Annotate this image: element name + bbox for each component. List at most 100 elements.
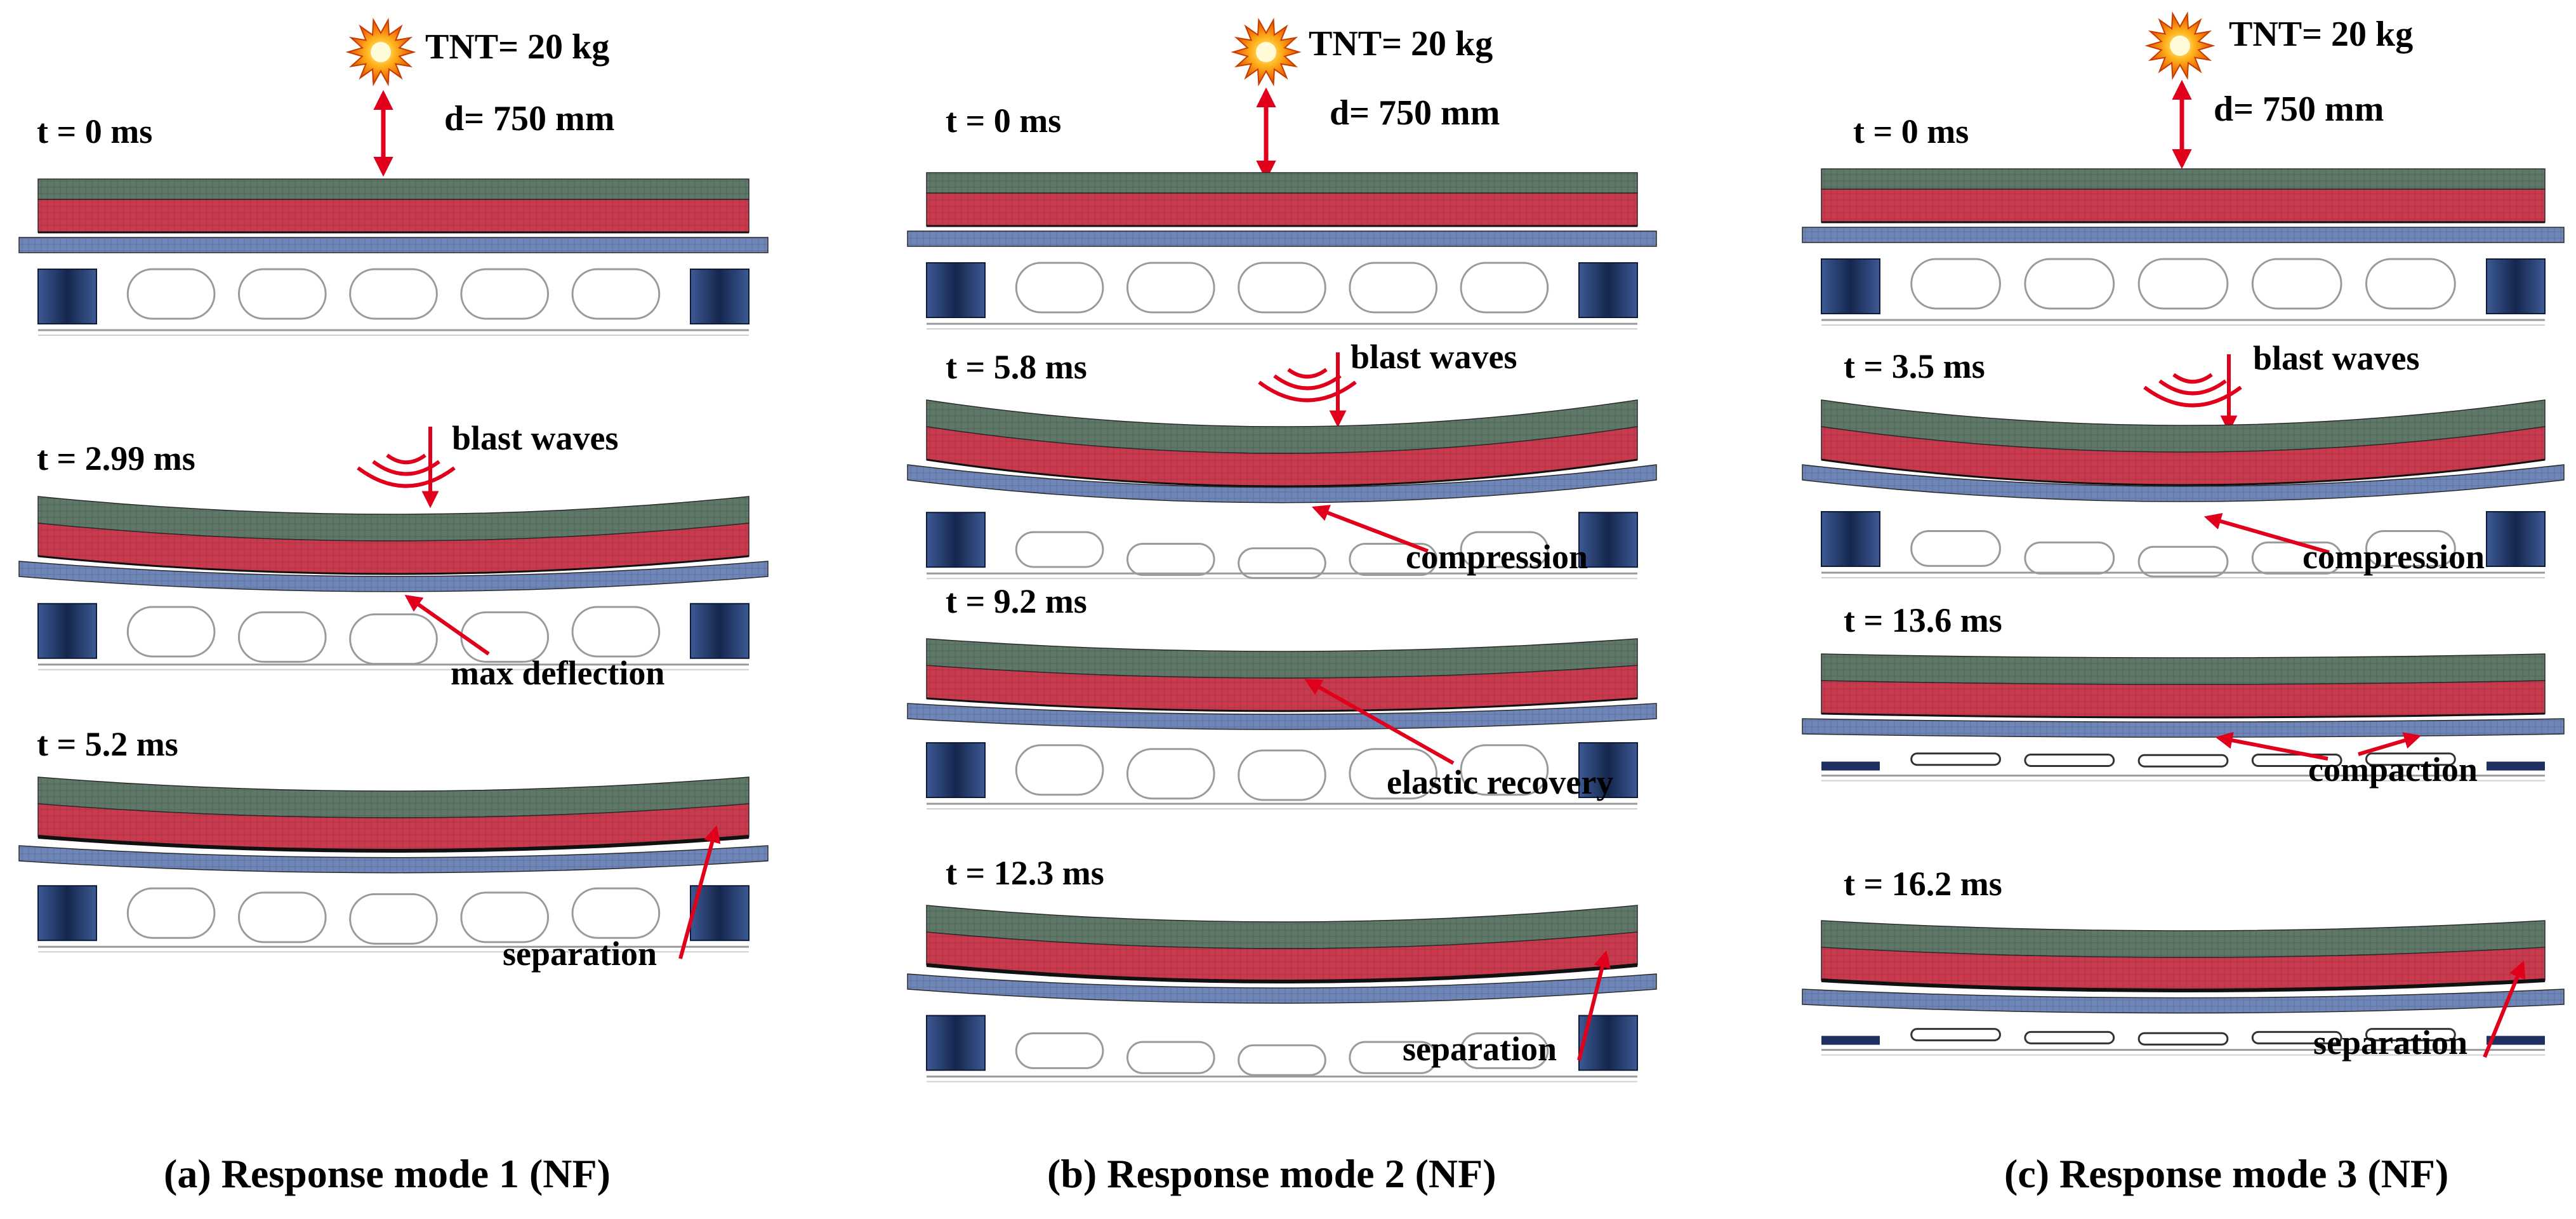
base-plate-mesh xyxy=(1802,719,2564,738)
end-support-block xyxy=(1821,761,1880,771)
end-support-block xyxy=(1578,262,1638,318)
standoff-label: d= 750 mm xyxy=(444,99,614,138)
end-support-block xyxy=(690,603,750,659)
panel-a: TNT= 20 kg d= 750 mm t = 0 ms t = 2.99 m… xyxy=(18,17,769,1196)
blast-wave-arc xyxy=(357,466,456,488)
interface-line xyxy=(926,458,1638,488)
tube-cell xyxy=(2365,258,2456,310)
tube-cell xyxy=(1460,531,1549,568)
end-support-block xyxy=(2486,258,2546,314)
tube-cell xyxy=(2024,258,2115,310)
tube-cell xyxy=(1910,530,2001,567)
frame-a1-time: t = 0 ms xyxy=(37,112,152,150)
top-face-layer-mesh xyxy=(927,905,1637,949)
explosion-icon xyxy=(345,17,416,87)
tube-cell xyxy=(2137,258,2229,310)
interface-line xyxy=(1821,712,2546,719)
base-plate-mesh xyxy=(19,846,768,873)
frame-c4-time: t = 16.2 ms xyxy=(1844,865,2002,903)
end-support-block xyxy=(690,269,750,324)
top-face-layer-mesh xyxy=(1821,921,2545,957)
separation-label-a: separation xyxy=(503,935,657,973)
blast-wave-arc xyxy=(2172,373,2213,384)
end-support-block xyxy=(37,269,97,324)
tube-cell xyxy=(1910,258,2001,310)
tube-cell xyxy=(1015,531,1104,568)
tube-cell xyxy=(1126,543,1215,576)
tube-cell xyxy=(126,268,216,320)
foam-core-layer-mesh xyxy=(1821,427,2545,485)
interface-line xyxy=(1821,978,2546,992)
tube-cell xyxy=(2137,754,2229,768)
interface-line xyxy=(37,835,750,853)
tube-cell xyxy=(349,893,438,945)
frame-c3-time: t = 13.6 ms xyxy=(1844,601,2002,639)
frame-b4-time: t = 12.3 ms xyxy=(946,854,1104,892)
tube-cell xyxy=(1910,752,2001,766)
end-support-block xyxy=(1578,742,1638,798)
top-face-layer-mesh xyxy=(1821,169,2545,189)
top-face-layer-mesh xyxy=(927,173,1637,193)
tube-cell xyxy=(1349,543,1438,576)
separation-arrow-a xyxy=(678,825,721,959)
charge-label: TNT= 20 kg xyxy=(1309,24,1493,63)
tube-cell xyxy=(1126,262,1215,314)
end-support-block xyxy=(926,742,986,798)
foam-core-layer-mesh xyxy=(38,523,749,574)
charge-label: TNT= 20 kg xyxy=(2229,15,2413,54)
top-face-layer-mesh xyxy=(1821,400,2545,452)
frame-a1-assembly xyxy=(18,178,769,336)
tube-cell xyxy=(571,606,661,658)
end-support-block xyxy=(1821,1036,1880,1045)
tube-cell xyxy=(1910,1028,2001,1042)
tube-cell xyxy=(1238,262,1326,314)
tube-cell xyxy=(460,611,550,663)
frame-c1-time: t = 0 ms xyxy=(1853,112,1969,150)
panel-b: TNT= 20 kg d= 750 mm t = 0 ms t = 5.8 ms… xyxy=(907,17,1657,1196)
separation-arrow-b xyxy=(1577,950,1611,1061)
tube-cell xyxy=(2251,258,2342,310)
explosion-core xyxy=(2170,36,2190,56)
tube-cell xyxy=(571,887,661,939)
frame-c2-assembly xyxy=(1802,399,2565,578)
base-plate-mesh xyxy=(1802,465,2564,502)
top-face-layer-mesh xyxy=(927,400,1637,453)
max-deflection-label: max deflection xyxy=(451,654,664,692)
standoff-label: d= 750 mm xyxy=(1330,93,1500,133)
blast-wave-icon xyxy=(2143,373,2242,408)
end-support-block xyxy=(37,603,97,659)
frame-b2-assembly xyxy=(907,399,1657,580)
end-support-block xyxy=(1821,511,1880,567)
base-plate-mesh xyxy=(19,561,768,592)
tube-cell xyxy=(2365,530,2456,567)
top-face-layer-mesh xyxy=(38,179,749,199)
separation-label-b: separation xyxy=(1403,1030,1557,1068)
base-plate-mesh xyxy=(908,465,1656,503)
separation-label-c: separation xyxy=(2313,1023,2467,1062)
frame-b2-time: t = 5.8 ms xyxy=(946,348,1087,386)
end-support-block xyxy=(690,885,750,942)
frame-b4-assembly xyxy=(907,905,1657,1082)
top-face-layer-mesh xyxy=(1821,654,2545,684)
blast-wave-arc xyxy=(1287,368,1328,379)
tube-cell xyxy=(1460,262,1549,314)
frame-b3-assembly xyxy=(907,638,1657,809)
compaction-arrow xyxy=(2215,731,2328,761)
blast-wave-icon xyxy=(357,453,456,488)
caption-b: (b) Response mode 2 (NF) xyxy=(1047,1151,1496,1196)
blast-wave-arc xyxy=(386,453,426,465)
frame-c1-assembly xyxy=(1802,168,2565,326)
tube-cell xyxy=(1349,748,1438,800)
tube-cell xyxy=(237,891,327,943)
top-face-layer-mesh xyxy=(38,777,749,818)
frame-b3-time: t = 9.2 ms xyxy=(946,582,1087,620)
top-face-layer-mesh xyxy=(927,639,1637,678)
separation-arrow-c xyxy=(2483,961,2526,1058)
blast-waves-label: blast waves xyxy=(452,419,619,457)
tube-cell xyxy=(1015,744,1104,796)
end-support-block xyxy=(1578,512,1638,568)
base-plate-mesh xyxy=(908,974,1656,1004)
frame-b1-assembly xyxy=(907,172,1657,330)
tube-cell xyxy=(1015,262,1104,314)
